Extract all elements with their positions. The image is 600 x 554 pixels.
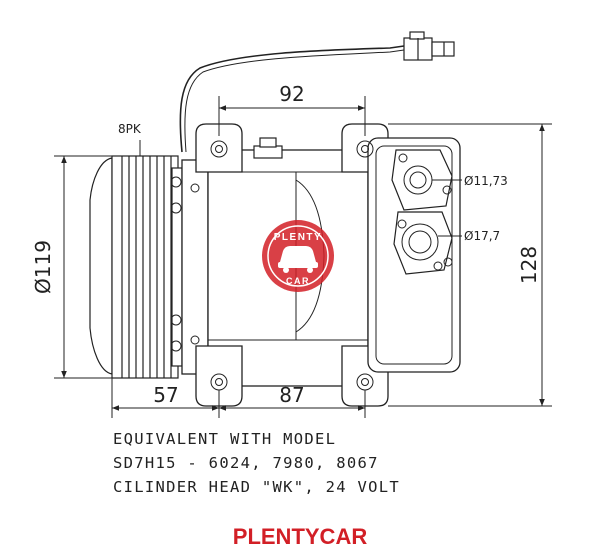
watermark-logo: PLENTY CAR [262, 220, 334, 292]
dim-port-large: Ø17,7 [464, 229, 500, 243]
car-icon [278, 246, 318, 273]
dim-port-small: Ø11,73 [464, 174, 508, 188]
watermark-bottom-text: CAR [286, 276, 310, 286]
dim-height: 128 [517, 246, 541, 284]
dim-body-length: 87 [279, 383, 304, 407]
dim-pulley-diameter: Ø119 [31, 240, 55, 294]
compressor-technical-drawing: 92 Ø119 128 57 87 Ø11,73 Ø17,7 8PK PLENT… [31, 31, 552, 418]
note-line-2: SD7H15 - 6024, 7980, 8067 [113, 454, 379, 472]
watermark-top-text: PLENTY [274, 232, 322, 243]
clutch-pulley [89, 155, 183, 379]
belt-label: 8PK [118, 122, 142, 136]
body-details [170, 137, 453, 391]
note-line-3: CILINDER HEAD "WK", 24 VOLT [113, 478, 401, 496]
dim-top-width: 92 [279, 82, 304, 106]
dimension-lines [54, 96, 552, 418]
electrical-connector [179, 31, 455, 153]
brand-footer: PLENTYCAR [232, 524, 368, 549]
dim-pulley-offset: 57 [153, 383, 178, 407]
note-line-1: EQUIVALENT WITH MODEL [113, 430, 337, 448]
